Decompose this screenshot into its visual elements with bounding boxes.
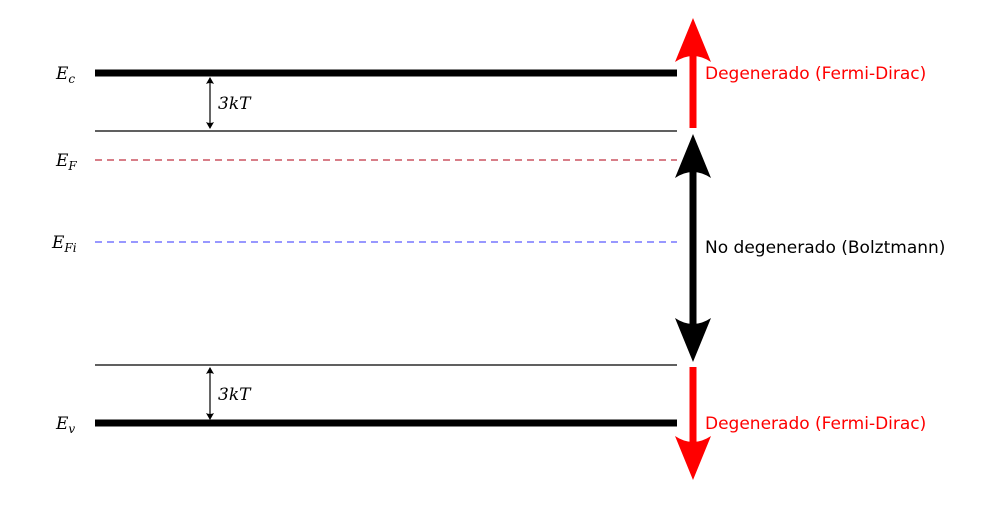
ec-label: Ec: [55, 64, 75, 86]
nondegenerate-arrow-head-top: [675, 134, 711, 178]
ev-label-main: E: [55, 414, 69, 434]
nondegenerate-arrow-head-bottom: [675, 318, 711, 362]
efi-label-main: E: [51, 233, 65, 253]
top-degenerate-arrow-head: [675, 18, 711, 62]
nondegenerate-label: No degenerado (Bolztmann): [705, 238, 945, 258]
efi-label: EFi: [51, 233, 77, 255]
ev-label-sub: v: [68, 422, 75, 436]
ef-label: EF: [55, 151, 77, 173]
efi-label-sub: Fi: [63, 241, 76, 255]
upper-gap-label: 3kT: [218, 94, 252, 114]
bottom-degenerate-label: Degenerado (Fermi-Dirac): [705, 414, 926, 434]
ef-label-main: E: [55, 151, 69, 171]
ev-label: Ev: [55, 414, 75, 436]
ec-label-sub: c: [68, 72, 75, 86]
ec-label-main: E: [55, 64, 69, 84]
bottom-degenerate-arrow-head: [675, 436, 711, 480]
top-degenerate-label: Degenerado (Fermi-Dirac): [705, 64, 926, 84]
ef-label-sub: F: [67, 159, 77, 173]
lower-gap-label: 3kT: [218, 385, 252, 405]
